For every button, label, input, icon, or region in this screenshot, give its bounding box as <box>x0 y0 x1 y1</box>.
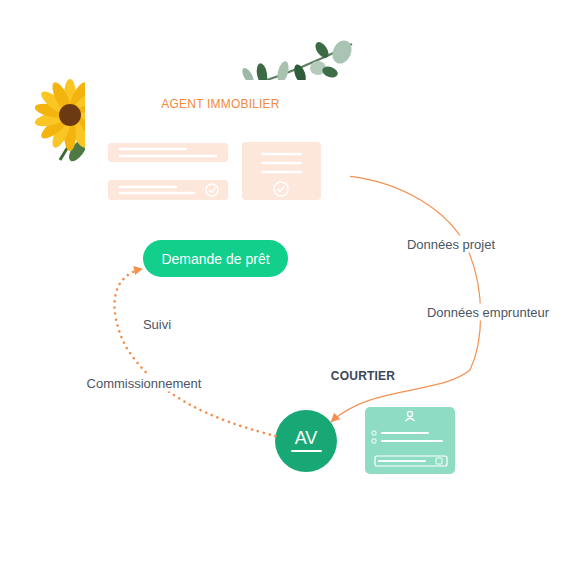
person-icon <box>406 418 415 421</box>
eucalyptus <box>240 37 355 85</box>
input-field <box>375 456 447 466</box>
connector <box>114 266 275 436</box>
annotation-label: COURTIER <box>327 368 399 385</box>
annotation-label: Suivi <box>139 316 175 333</box>
document-icons <box>108 142 321 200</box>
connector <box>331 176 481 422</box>
annotation-label: Données emprunteur <box>423 304 553 321</box>
text-line <box>379 460 425 462</box>
text-line <box>120 186 176 189</box>
text-line <box>382 432 428 434</box>
flower-center <box>59 104 81 126</box>
avatar-underline <box>292 450 321 452</box>
text-line <box>262 162 301 165</box>
text-line <box>120 155 216 158</box>
broker-avatar: AV <box>275 410 337 472</box>
agent-card: AGENT IMMOBILIER <box>85 80 350 210</box>
node-text: AV <box>295 428 318 448</box>
loan-request-button: Demande de prêt <box>143 240 288 277</box>
node-text: Demande de prêt <box>161 251 269 267</box>
check-circle <box>206 184 218 196</box>
checkbox-icon <box>436 458 442 464</box>
person-icon <box>407 411 412 416</box>
connector-line <box>114 269 275 436</box>
edge-label: Commissionnement <box>83 375 206 392</box>
profile-card-bg <box>365 407 455 474</box>
edge-label: Données projet <box>403 236 499 253</box>
connector-line <box>331 176 481 422</box>
document-strip <box>108 180 228 200</box>
check-circle <box>274 182 288 196</box>
check-mark <box>209 188 216 193</box>
text-line <box>262 153 301 156</box>
node-text: AGENT IMMOBILIER <box>85 97 350 111</box>
leaf <box>329 37 355 66</box>
document-strip <box>108 143 228 162</box>
text-line <box>120 192 194 195</box>
mail-icon <box>372 439 376 443</box>
phone-icon <box>372 431 376 435</box>
leaf <box>321 65 339 80</box>
arrow-head <box>133 266 143 275</box>
leaf <box>313 40 332 60</box>
check-mark <box>278 186 285 192</box>
text-line <box>262 171 301 174</box>
arrow-head <box>331 413 341 422</box>
text-line <box>120 148 186 151</box>
profile-card <box>365 407 455 474</box>
avatar-circle <box>275 410 337 472</box>
document-card <box>242 142 321 200</box>
text-line <box>382 440 442 442</box>
